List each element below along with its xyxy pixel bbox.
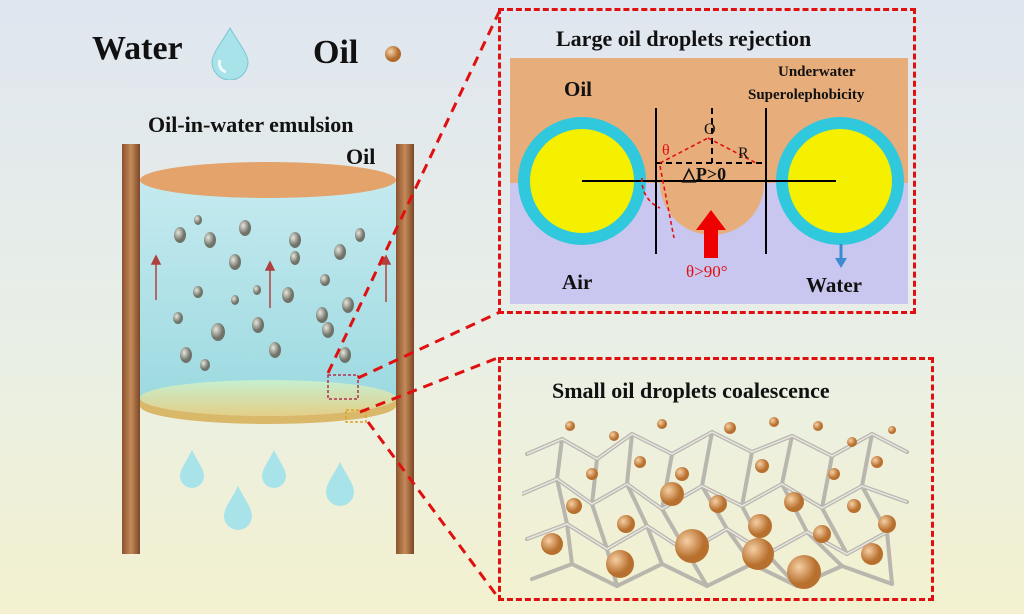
coalescing-oil-droplets <box>541 417 896 589</box>
coalescence-panel <box>498 357 934 601</box>
membrane-top <box>140 380 396 416</box>
emulsion-label: Oil-in-water emulsion <box>148 112 354 137</box>
right-wood-post <box>396 144 414 554</box>
oil-droplets <box>173 215 365 413</box>
oil-droplet-icon <box>385 46 401 62</box>
o-label: O <box>704 121 716 138</box>
rejection-panel-title: Large oil droplets rejection <box>556 26 812 51</box>
air-label: Air <box>562 270 592 294</box>
superolephobicity-label: Superolephobicity <box>748 87 865 103</box>
water-label: Water <box>806 273 862 297</box>
oil-layer-label: Oil <box>346 144 376 169</box>
r-label: R <box>738 145 749 162</box>
pressure-label: △P>0 <box>681 164 726 184</box>
underwater-label: Underwater <box>778 64 856 80</box>
left-wood-post <box>122 144 140 554</box>
legend-oil-label: Oil <box>313 34 359 71</box>
top-oil-label: Oil <box>564 77 592 101</box>
angle-label: θ>90° <box>686 262 728 281</box>
water-droplet-icon <box>211 26 249 80</box>
legend-water-label: Water <box>92 30 183 67</box>
emulsion-separator-illustration <box>122 144 414 554</box>
theta-label: θ <box>662 142 670 159</box>
rejection-diagram: Oil Underwater Superolephobicity θ O R △… <box>510 58 908 304</box>
oil-layer <box>140 162 396 198</box>
fiber-network-illustration <box>522 417 909 589</box>
rejection-panel <box>498 8 916 314</box>
water-drops <box>180 450 354 530</box>
coalescence-panel-title: Small oil droplets coalescence <box>552 378 830 403</box>
pressure-arrow <box>696 210 726 258</box>
